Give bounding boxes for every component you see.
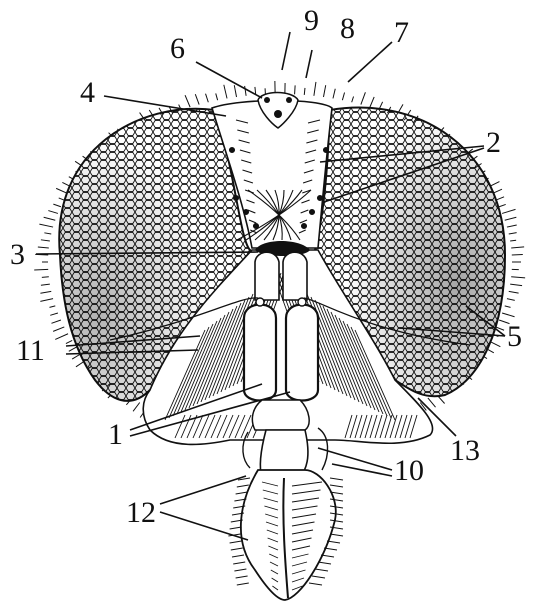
label-7: 7 xyxy=(394,16,409,49)
label-9: 9 xyxy=(304,4,319,37)
label-6: 6 xyxy=(170,32,185,65)
label-8: 8 xyxy=(340,12,355,45)
label-5: 5 xyxy=(507,320,522,353)
right-antenna-flagellum xyxy=(286,305,318,401)
label-1: 1 xyxy=(108,418,123,451)
label-12: 12 xyxy=(126,496,156,529)
label-2: 2 xyxy=(486,126,501,159)
label-4: 4 xyxy=(80,76,95,109)
left-antenna-flagellum xyxy=(244,305,276,401)
label-13: 13 xyxy=(450,434,480,467)
label-10: 10 xyxy=(394,454,424,487)
label-11: 11 xyxy=(16,334,45,367)
label-3: 3 xyxy=(10,238,25,271)
labellum xyxy=(241,470,336,600)
